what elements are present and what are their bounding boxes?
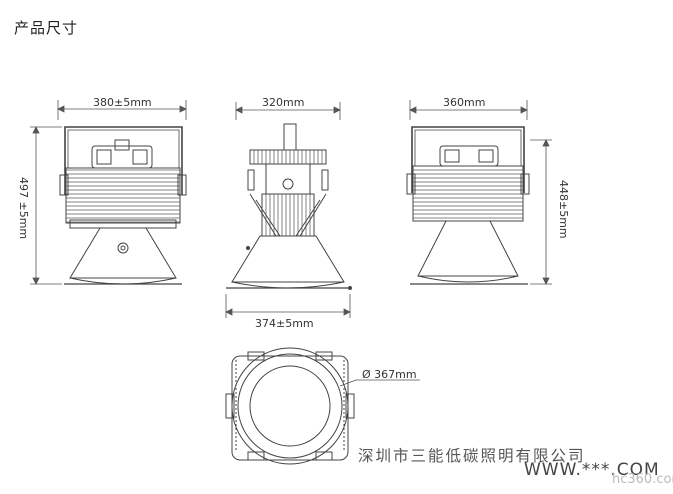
side-width-label: 320mm xyxy=(262,96,304,109)
watermark: hc360.com xyxy=(612,472,673,487)
bottom-width-label: 374±5mm xyxy=(255,317,314,330)
company-name: 深圳市三能低碳照明有限公司 xyxy=(358,447,586,465)
side-view xyxy=(226,123,352,290)
back-dimension-lines xyxy=(409,100,552,285)
front-dimension-lines xyxy=(30,100,187,285)
back-height-label: 448±5mm xyxy=(557,180,570,239)
company-website: WWW.***.COM xyxy=(524,460,660,480)
side-dimension-lines xyxy=(225,102,351,318)
front-view xyxy=(59,126,187,285)
back-width-label: 360mm xyxy=(443,96,485,109)
section-title: 产品尺寸 xyxy=(14,19,79,37)
back-view xyxy=(406,126,530,285)
diameter-leader-line xyxy=(339,379,420,387)
front-height-label: 497 ±5mm xyxy=(17,177,30,239)
top-view xyxy=(225,347,355,465)
diameter-label: Ø 367mm xyxy=(362,368,417,381)
front-width-label: 380±5mm xyxy=(93,96,152,109)
